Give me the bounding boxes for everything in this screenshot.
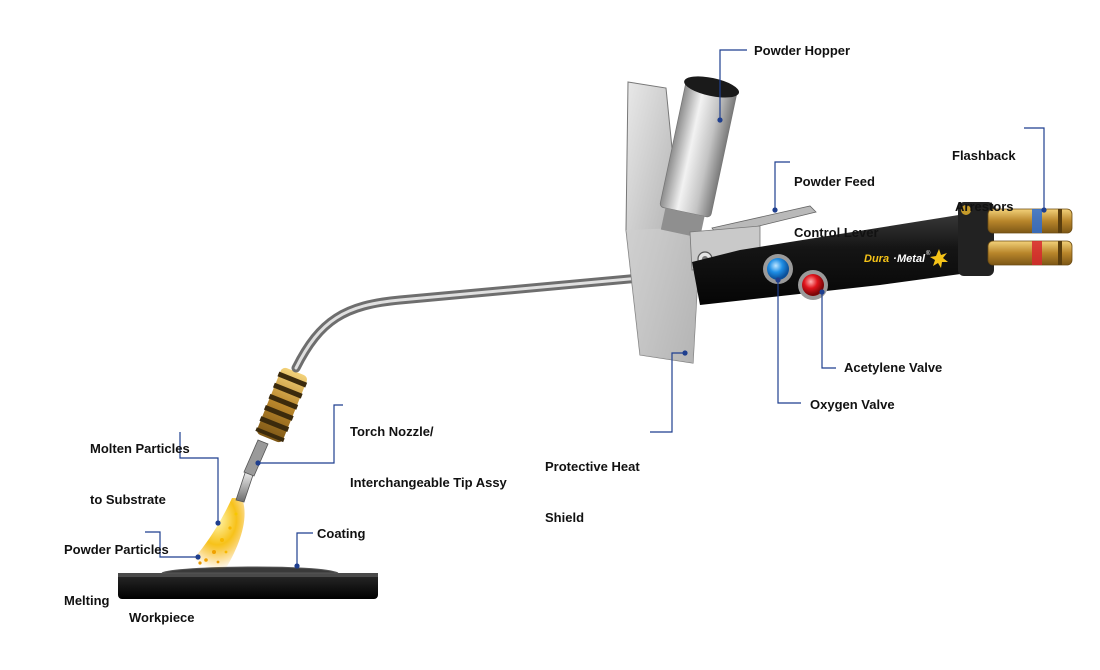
- leader-heat-shield: [650, 352, 685, 433]
- coating-layer: [161, 566, 339, 574]
- label-flashback-line1: Flashback: [952, 148, 1016, 163]
- workpiece-illustration: [118, 573, 378, 599]
- label-torch-nozzle: Torch Nozzle/ Interchangeable Tip Assy: [350, 389, 507, 525]
- leader-lines: [145, 49, 1045, 566]
- brass-coil: [255, 367, 308, 443]
- powder-hopper-illustration: [659, 76, 740, 238]
- torch-nozzle: [235, 439, 269, 503]
- label-workpiece: Workpiece: [129, 610, 195, 625]
- label-feed-line2: Control Lever: [794, 225, 879, 240]
- label-shield-line2: Shield: [545, 510, 585, 525]
- label-acetylene-valve: Acetylene Valve: [844, 360, 943, 375]
- label-feed-line1: Powder Feed: [794, 174, 875, 189]
- svg-text:·: ·: [893, 253, 897, 265]
- label-molten-particles: Molten Particles to Substrate: [90, 406, 190, 542]
- label-melting-line2: Melting: [64, 593, 110, 608]
- label-powder-particles-melting: Powder Particles Melting: [64, 507, 169, 643]
- leader-acetylene: [821, 292, 836, 369]
- label-molten-line1: Molten Particles: [90, 441, 190, 456]
- flame-spray: [190, 498, 245, 570]
- label-flashback-arrestors: Flashback Arrestors: [952, 113, 1016, 249]
- leader-dots: [195, 117, 1047, 569]
- leader-torch-nozzle: [258, 404, 343, 464]
- torch-tube: [291, 273, 645, 373]
- flashback-arrestors-illustration: [987, 208, 1073, 266]
- leader-feed-lever: [774, 161, 790, 210]
- leader-oxygen: [777, 280, 801, 404]
- svg-text:®: ®: [926, 250, 931, 257]
- label-coating: Coating: [317, 526, 366, 541]
- label-nozzle-line2: Interchangeable Tip Assy: [350, 475, 507, 490]
- leader-molten: [179, 432, 219, 523]
- leader-powder-melting: [145, 531, 198, 558]
- label-melting-line1: Powder Particles: [64, 542, 169, 557]
- label-protective-heat-shield: Protective Heat Shield: [545, 424, 640, 560]
- leader-powder-hopper: [719, 49, 747, 120]
- label-nozzle-line1: Torch Nozzle/: [350, 424, 434, 439]
- label-powder-feed-control-lever: Powder Feed Control Lever: [794, 139, 879, 275]
- label-flashback-line2: Arrestors: [955, 199, 1014, 214]
- label-oxygen-valve: Oxygen Valve: [810, 397, 895, 412]
- label-molten-line2: to Substrate: [90, 492, 166, 507]
- oxygen-knob: [763, 254, 793, 284]
- dura-metal-logo: Dura · Metal ®: [864, 249, 948, 268]
- leader-flashback: [1024, 127, 1045, 210]
- leader-coating: [296, 532, 313, 566]
- label-powder-hopper: Powder Hopper: [754, 43, 851, 58]
- svg-text:Metal: Metal: [897, 253, 926, 265]
- torch-handle: [692, 202, 994, 305]
- label-shield-line1: Protective Heat: [545, 459, 640, 474]
- svg-text:Dura: Dura: [864, 253, 889, 265]
